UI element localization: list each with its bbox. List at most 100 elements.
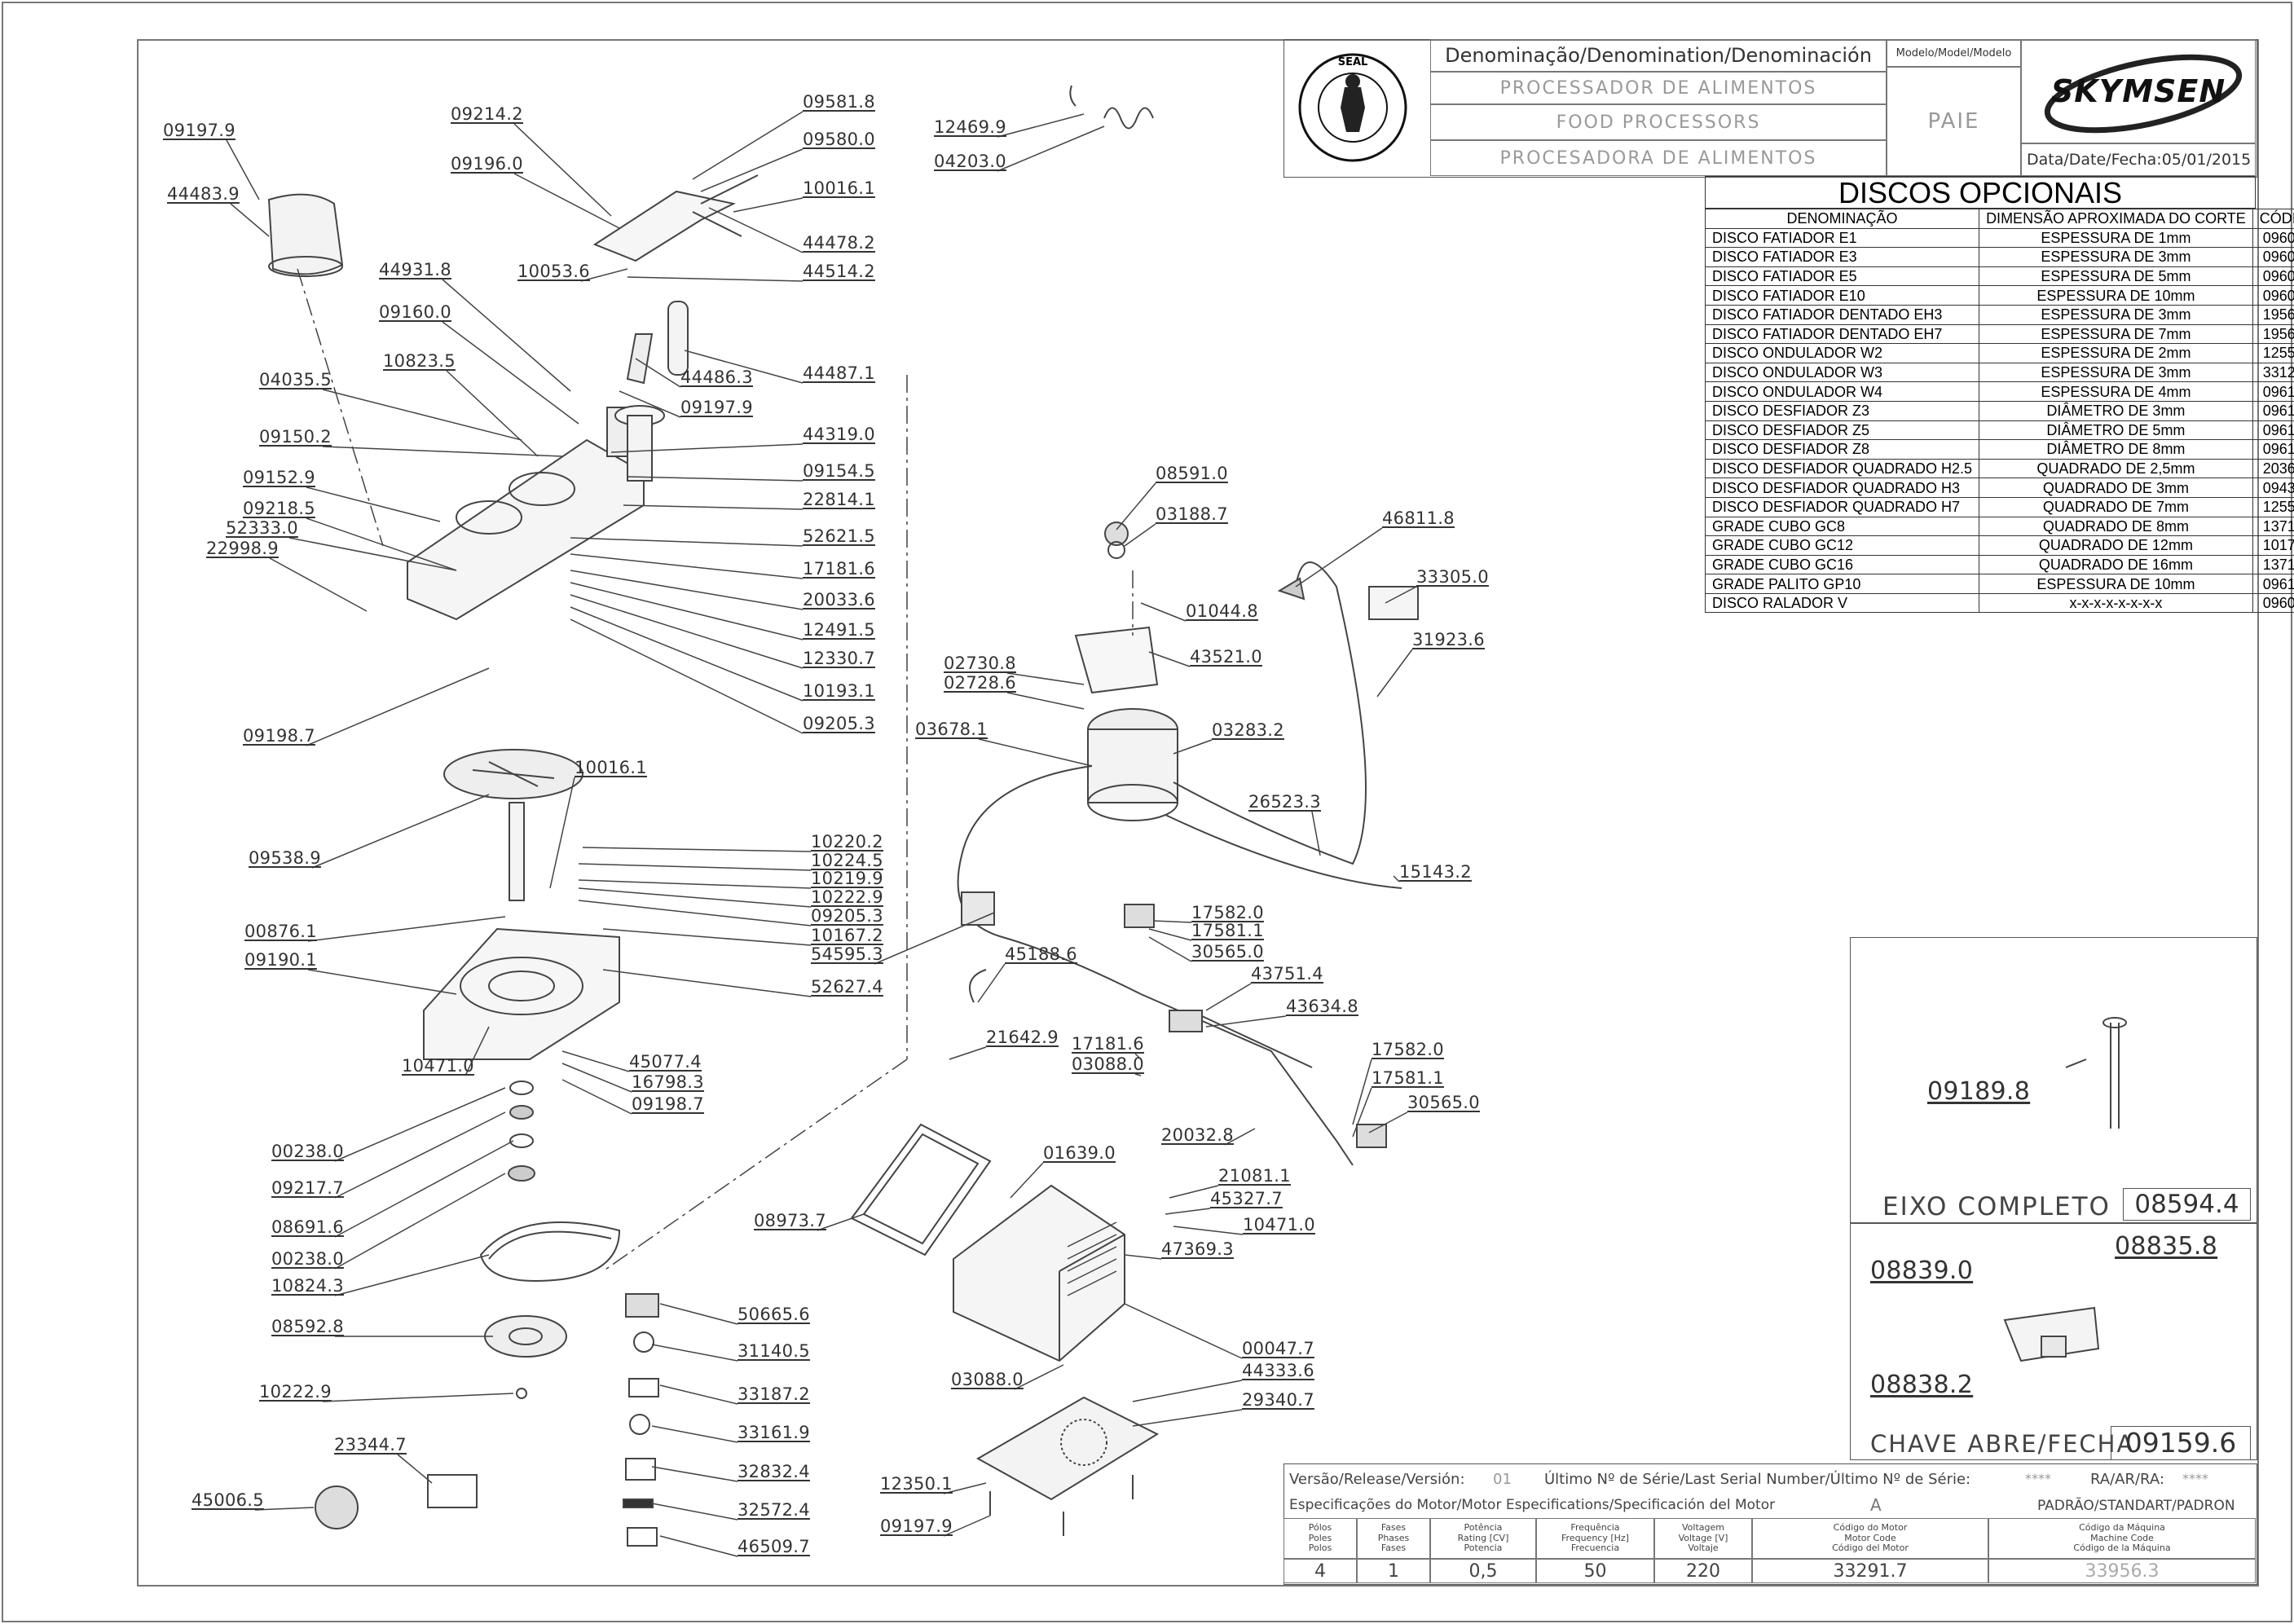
- leader-line: [442, 321, 579, 425]
- leader-line: [1132, 1409, 1243, 1427]
- leader-line: [254, 1507, 315, 1511]
- leader-line: [997, 113, 1085, 138]
- leader-line: [561, 1063, 632, 1093]
- part-number-label: 44319.0: [803, 425, 875, 444]
- leader-line: [570, 570, 804, 610]
- spec-header-voltage: Voltagem Voltage [V] Voltaje: [1654, 1518, 1752, 1559]
- leader-line: [659, 1535, 738, 1557]
- spec-header-machine-code: Código da Máquina Machine Code Código de…: [1988, 1518, 2256, 1559]
- leader-line: [578, 879, 812, 889]
- disc-dimension: QUADRADO DE 16mm: [1979, 554, 2253, 575]
- part-number-label: 45327.7: [1210, 1189, 1283, 1208]
- part-number-label: 09205.3: [811, 906, 883, 926]
- ra-value: ****: [2182, 1471, 2208, 1486]
- leader-line: [1124, 523, 1156, 547]
- part-number-label: 03188.7: [1156, 504, 1228, 524]
- leader-line: [943, 1482, 987, 1494]
- leader-line: [602, 969, 812, 997]
- part-number-label: 30565.0: [1191, 942, 1264, 962]
- leader-line: [513, 173, 620, 229]
- disc-name: DISCO DESFIADOR Z5: [1704, 420, 1980, 441]
- leader-line: [578, 863, 812, 871]
- brand-logo: SKYMSEN: [2021, 39, 2256, 143]
- part-number-label: 45077.4: [629, 1052, 702, 1072]
- disc-dimension: DIÂMETRO DE 5mm: [1979, 420, 2253, 441]
- part-number-label: 44478.2: [803, 233, 875, 253]
- leader-line: [651, 1344, 738, 1362]
- name-pt: PROCESSADOR DE ALIMENTOS: [1430, 72, 1887, 104]
- standard-label: PADRÃO/STANDART/PADRON: [2037, 1498, 2235, 1514]
- part-number-label: 33187.2: [738, 1384, 810, 1404]
- disc-name: DISCO ONDULADOR W3: [1704, 362, 1980, 383]
- disc-code: 09607.5: [2252, 285, 2294, 306]
- leader-line: [549, 777, 575, 889]
- leader-line: [334, 1087, 506, 1162]
- leader-line: [397, 1454, 433, 1484]
- denomination-header: Denominação/Denomination/Denominación: [1430, 39, 1887, 72]
- leader-line: [570, 553, 804, 579]
- part-number-label: 21642.9: [986, 1028, 1059, 1047]
- leader-line: [570, 618, 804, 734]
- part-number-label: 02730.8: [944, 654, 1016, 673]
- part-number-label: 10220.2: [811, 832, 883, 852]
- leader-line: [306, 486, 441, 522]
- part-number-label: 03678.1: [915, 720, 988, 739]
- leader-line: [1224, 1128, 1256, 1146]
- leader-line: [1140, 602, 1187, 622]
- drawing-border: [137, 39, 2259, 1587]
- leader-line: [700, 148, 804, 192]
- part-number-label: 01639.0: [1043, 1143, 1116, 1163]
- disc-dimension: ESPESSURA DE 3mm: [1979, 247, 2253, 267]
- part-number-label: 22814.1: [803, 490, 875, 509]
- leader-line: [269, 557, 368, 612]
- leader-line: [1295, 527, 1383, 588]
- disc-name: DISCO ONDULADOR W2: [1704, 343, 1980, 363]
- leader-line: [1165, 1208, 1211, 1215]
- leader-line: [817, 1213, 865, 1231]
- leader-line: [334, 1140, 514, 1238]
- part-number-label: 15143.2: [1399, 862, 1472, 882]
- disc-code: 33124.4: [2252, 362, 2294, 383]
- part-number-label: 03283.2: [1212, 720, 1284, 740]
- part-number-label: 10016.1: [803, 178, 875, 198]
- key-part-label-3: 08838.2: [1870, 1371, 1974, 1399]
- leader-line: [334, 1111, 506, 1199]
- part-number-label: 09196.0: [451, 154, 523, 174]
- part-number-label: 10471.0: [1243, 1215, 1315, 1235]
- disc-code: 09615.6: [2252, 574, 2294, 594]
- disc-code: 09616.4: [2252, 381, 2294, 402]
- leader-line: [311, 794, 490, 869]
- disc-dimension: ESPESSURA DE 3mm: [1979, 362, 2253, 383]
- table-row: DISCO RALADOR Vx-x-x-x-x-x-x-x09609.1: [1704, 592, 2294, 614]
- detail-panel: [1850, 937, 2257, 1460]
- leader-line: [1169, 1185, 1219, 1199]
- leader-line: [659, 1384, 738, 1405]
- part-number-label: 52621.5: [803, 526, 875, 546]
- part-number-label: 20033.6: [803, 590, 875, 610]
- part-number-label: 10219.9: [811, 869, 883, 888]
- leader-line: [570, 582, 804, 640]
- name-en: FOOD PROCESSORS: [1430, 104, 1887, 140]
- disc-dimension: ESPESSURA DE 5mm: [1979, 266, 2253, 287]
- spec-value-voltage: 220: [1654, 1559, 1752, 1583]
- part-number-label: 04203.0: [934, 152, 1006, 171]
- disc-name: DISCO DESFIADOR Z8: [1704, 439, 1980, 460]
- leader-line: [635, 358, 681, 388]
- leader-line: [651, 1466, 738, 1482]
- part-number-label: 08973.7: [754, 1211, 826, 1230]
- leader-line: [1116, 482, 1156, 530]
- part-number-label: 33305.0: [1416, 567, 1489, 587]
- key-part-label-2: 08835.8: [2115, 1232, 2218, 1261]
- disc-code: 13718.9: [2252, 516, 2294, 537]
- disc-dimension: QUADRADO DE 3mm: [1979, 478, 2253, 498]
- part-number-label: 17181.6: [803, 559, 875, 579]
- disc-code: 09605.9: [2252, 247, 2294, 267]
